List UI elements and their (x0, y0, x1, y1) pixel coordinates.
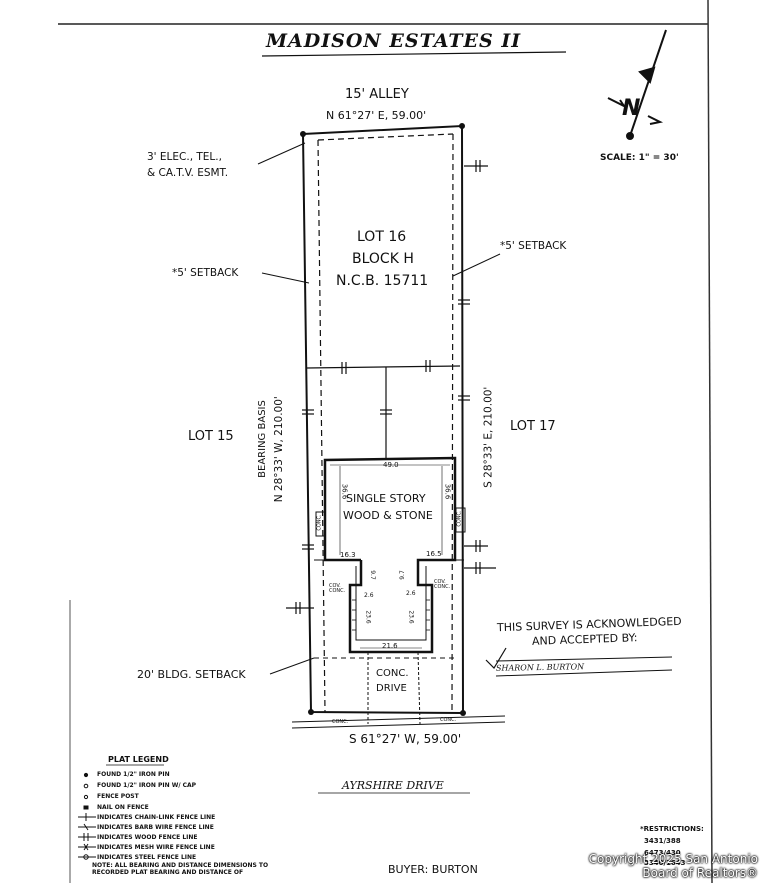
legend-symbols (78, 772, 96, 860)
signature-text: SHARON L. BURTON (495, 662, 585, 673)
legend-item: INDICATES CHAIN-LINK FENCE LINE (97, 814, 216, 821)
setback-left-label: *5' SETBACK (172, 267, 239, 279)
setback-leader-left (261, 272, 310, 284)
easement-dashed-line (317, 133, 454, 141)
dim-top: 49.0 (383, 461, 399, 469)
street-label: AYRSHIRE DRIVE (342, 779, 444, 792)
legend-item: INDICATES WOOD FENCE LINE (97, 834, 198, 841)
conc-right-pad: CONC. (456, 510, 463, 527)
side-conc-pad (455, 507, 466, 533)
dim-bottom: 21.6 (382, 642, 398, 650)
legend-item: NAIL ON FENCE (97, 804, 149, 811)
page-title: MADISON ESTATES II (266, 30, 522, 52)
legend-item: NOTE: ALL BEARING AND DISTANCE DIMENSION… (92, 862, 269, 869)
check-mark-icon (485, 647, 507, 669)
drive-label-2: DRIVE (376, 683, 407, 694)
bldg-setback-label: 20' BLDG. SETBACK (137, 668, 246, 681)
right-bearing: S 28°33' E, 210.00' (482, 386, 495, 488)
fence-line (306, 365, 461, 369)
setback-leader-right (452, 253, 501, 277)
signature-line (495, 669, 673, 677)
legend-title: PLAT LEGEND (108, 755, 169, 764)
north-arrow-icon (607, 29, 667, 140)
north-label: N (622, 96, 641, 121)
dim-left-small: 9.7 (368, 570, 376, 580)
dim-left-garage-b: 23.6 (364, 610, 372, 624)
ack-line-2: AND ACCEPTED BY: (531, 631, 638, 648)
street-edge (291, 721, 506, 729)
setback-right-label: *5' SETBACK (500, 240, 567, 252)
legend-item: FOUND 1/2" IRON PIN W/ CAP (97, 782, 197, 789)
dim-right-garage-a: 2.6 (406, 590, 416, 597)
dim-left-notch: 16.3 (340, 551, 356, 559)
legend-item: FOUND 1/2" IRON PIN (97, 771, 170, 778)
signature-line (495, 656, 673, 662)
legend-item: INDICATES STEEL FENCE LINE (97, 854, 197, 861)
dim-right-small: 9.7 (398, 570, 406, 580)
easement-label-2: & CA.T.V. ESMT. (147, 167, 229, 179)
house-label-1: SINGLE STORY (346, 492, 426, 505)
conc-left-pad: CONC. (316, 514, 323, 531)
conc-street-left: CONC. (332, 719, 349, 725)
legend-item: RECORDED PLAT BEARING AND DISTANCE OF (92, 869, 244, 876)
legend-item: FENCE POST (97, 793, 139, 800)
restrictions-title: *RESTRICTIONS: (640, 825, 704, 833)
page-right-border (707, 0, 713, 883)
watermark: Copyright 2025 San Antonio Board of Real… (588, 852, 758, 880)
house-footprint (323, 456, 457, 654)
restriction-line: 6473/430 (644, 849, 681, 857)
conc-street-right: CONC. (440, 717, 457, 723)
side-conc-pad (315, 511, 326, 537)
dim-left-side: 36.6 (340, 483, 349, 500)
dim-right-side: 36.6 (443, 483, 452, 500)
alley-label: 15' ALLEY (345, 87, 409, 102)
house-label-2: WOOD & STONE (343, 509, 433, 522)
alley-bearing: N 61°27' E, 59.00' (326, 109, 427, 122)
restriction-line: 3340/1643 (644, 859, 686, 867)
bldg-setback-leader (269, 657, 315, 675)
drive-edge (417, 651, 421, 725)
lot-number: LOT 16 (357, 229, 407, 245)
legend-item: INDICATES MESH WIRE FENCE LINE (97, 844, 215, 851)
buyer-label: BUYER: BURTON (388, 863, 478, 876)
street-edge (291, 715, 506, 723)
cov-conc-right: COV. CONC. (434, 579, 451, 590)
lot-block: BLOCK H (352, 251, 414, 267)
adjacent-lot-left: LOT 15 (188, 429, 234, 444)
dim-right-notch: 16.5 (426, 550, 442, 558)
dim-right-garage-b: 23.6 (407, 610, 415, 624)
conc-hatch (352, 599, 430, 631)
drive-label-1: CONC. (376, 668, 409, 679)
right-setback-dashed (451, 133, 454, 713)
scale-label: SCALE: 1" = 30' (600, 153, 679, 163)
restriction-line: 3431/388 (644, 837, 681, 845)
left-bearing: N 28°33' W, 210.00' (272, 396, 285, 503)
adjacent-lot-right: LOT 17 (510, 419, 556, 434)
bearing-basis-label: BEARING BASIS (256, 400, 268, 478)
lot-ncb: N.C.B. 15711 (336, 273, 429, 289)
corner-pin-icon (460, 710, 466, 716)
cov-conc-left: COV. CONC. (329, 583, 346, 594)
dim-left-garage-a: 2.6 (364, 592, 374, 599)
legend-item: INDICATES BARB WIRE FENCE LINE (97, 824, 214, 831)
lot-boundary (301, 124, 465, 715)
corner-pin-icon (300, 131, 306, 137)
easement-label-1: 3' ELEC., TEL., (147, 151, 222, 163)
covered-concrete (355, 566, 427, 641)
corner-pin-icon (308, 709, 314, 715)
fence-ticks (286, 160, 496, 614)
easement-leader (257, 142, 306, 165)
left-setback-dashed (317, 139, 326, 713)
bottom-bearing: S 61°27' W, 59.00' (349, 732, 462, 746)
corner-pin-icon (459, 123, 465, 129)
title-underline (261, 51, 567, 57)
